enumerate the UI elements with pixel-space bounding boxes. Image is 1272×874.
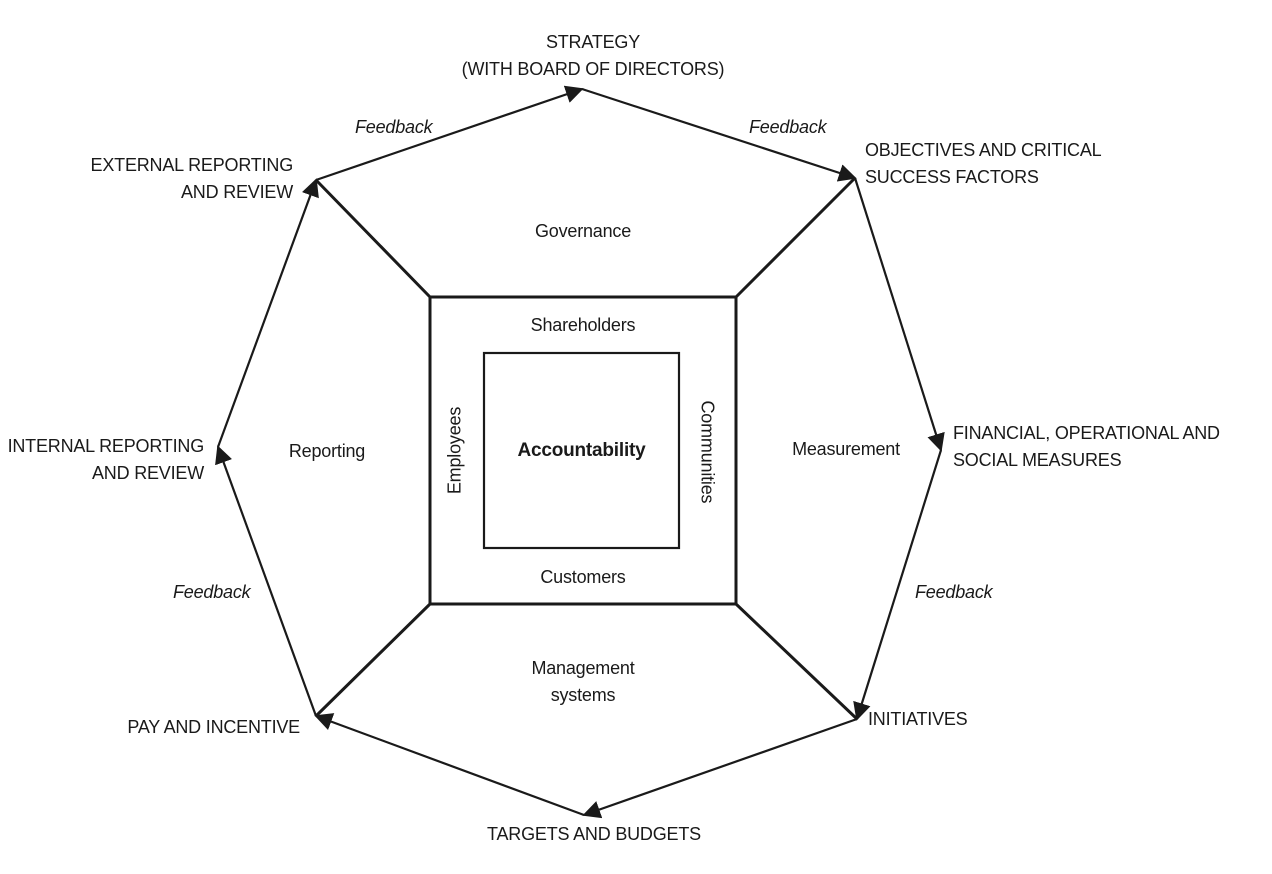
edge-external-to-strategy <box>315 85 584 182</box>
stakeholder-customers: Customers <box>540 567 626 587</box>
feedback-label-top-right: Feedback <box>749 117 827 137</box>
node-measures: FINANCIAL, OPERATIONAL AND SOCIAL MEASUR… <box>953 420 1220 474</box>
node-strategy-line2: (WITH BOARD OF DIRECTORS) <box>461 59 725 79</box>
connector-bottom-right <box>734 602 859 721</box>
connector-bottom-left <box>314 602 432 718</box>
edge-strategy-to-objectives <box>581 87 857 182</box>
node-measures-line2: SOCIAL MEASURES <box>953 450 1122 470</box>
node-pay: PAY AND INCENTIVE <box>60 714 300 741</box>
node-initiatives-line1: INITIATIVES <box>868 709 968 729</box>
node-objectives-line2: SUCCESS FACTORS <box>865 167 1039 187</box>
feedback-label-top-left: Feedback <box>355 117 433 137</box>
accountability-square <box>482 351 681 550</box>
node-targets-line1: TARGETS AND BUDGETS <box>487 824 701 844</box>
node-internal-line1: INTERNAL REPORTING <box>7 436 205 456</box>
region-management-line2: systems <box>550 685 616 705</box>
node-internal-line2: AND REVIEW <box>91 463 204 483</box>
node-initiatives: INITIATIVES <box>868 706 968 733</box>
edge-initiatives-to-targets <box>582 717 858 819</box>
stakeholder-shareholders: Shareholders <box>530 315 636 335</box>
node-targets: TARGETS AND BUDGETS <box>444 821 744 848</box>
region-governance: Governance <box>534 221 632 241</box>
node-internal: INTERNAL REPORTING AND REVIEW <box>4 433 205 487</box>
region-reporting: Reporting <box>247 438 407 465</box>
stakeholder-communities: Communities <box>697 400 718 504</box>
connector-top-right <box>734 176 857 299</box>
region-management-systems: Management systems <box>483 655 683 709</box>
edge-targets-to-pay <box>314 713 585 817</box>
center-accountability: Accountability <box>517 440 646 461</box>
node-external: EXTERNAL REPORTING AND REVIEW <box>80 152 294 206</box>
node-strategy: STRATEGY (WITH BOARD OF DIRECTORS) <box>440 29 746 83</box>
region-reporting-text: Reporting <box>288 441 366 461</box>
node-measures-line1: FINANCIAL, OPERATIONAL AND <box>953 423 1220 443</box>
edge-objectives-to-measures <box>853 177 945 452</box>
node-external-line1: EXTERNAL REPORTING <box>90 155 294 175</box>
edge-pay-to-internal <box>215 445 318 717</box>
connector-top-left <box>314 178 432 299</box>
edge-internal-to-external <box>216 178 319 448</box>
node-objectives-line1: OBJECTIVES AND CRITICAL <box>865 140 1102 160</box>
stakeholder-employees: Employees <box>444 406 465 495</box>
feedback-label-bottom-right: Feedback <box>915 582 993 602</box>
node-objectives: OBJECTIVES AND CRITICAL SUCCESS FACTORS <box>865 137 1102 191</box>
node-external-line2: AND REVIEW <box>180 182 293 202</box>
feedback-label-bottom-left: Feedback <box>173 582 251 602</box>
stakeholder-square <box>428 295 738 606</box>
node-pay-line1: PAY AND INCENTIVE <box>127 717 300 737</box>
edge-measures-to-initiatives <box>853 449 943 721</box>
region-management-line1: Management <box>531 658 635 678</box>
region-measurement: Measurement <box>792 439 900 459</box>
node-strategy-line1: STRATEGY <box>545 32 641 52</box>
